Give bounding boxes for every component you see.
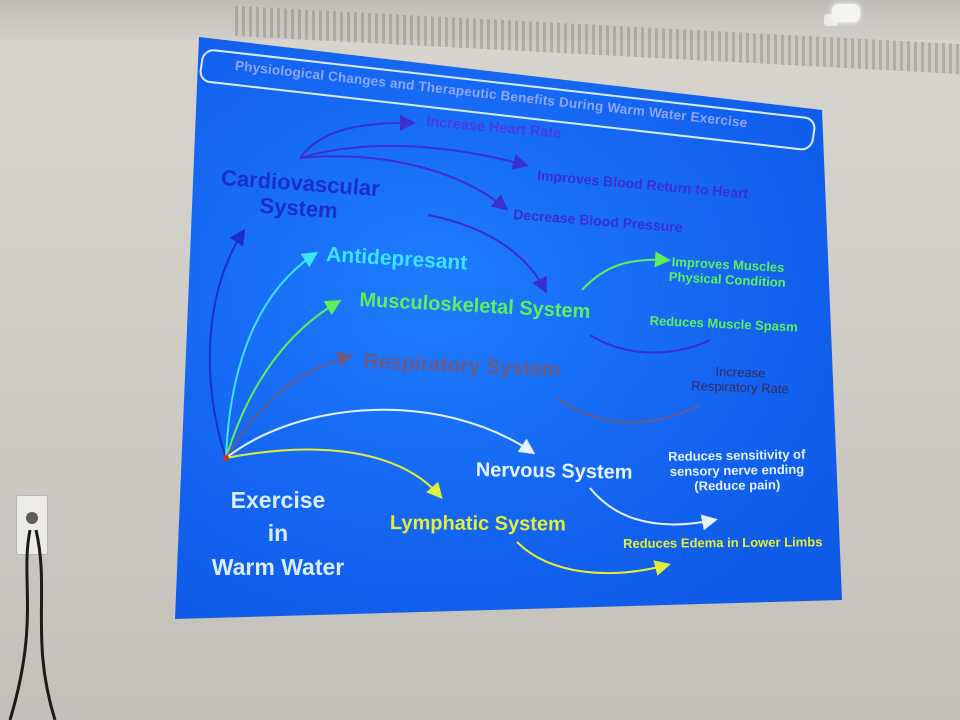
arrow-pain bbox=[589, 487, 718, 531]
effect-muscle-condition: Improves Muscles Physical Condition bbox=[668, 254, 786, 291]
center-line2: in bbox=[267, 520, 289, 547]
effect-reduce-pain: Reduces sensitivity of sensory nerve end… bbox=[668, 447, 806, 495]
spotlight-lamp bbox=[822, 0, 864, 30]
arrow-muscle-spasm bbox=[589, 334, 711, 354]
system-lymphatic: Lymphatic System bbox=[389, 512, 566, 536]
arrow-to-antidepressant bbox=[225, 251, 319, 459]
center-line3: Warm Water bbox=[211, 553, 345, 580]
effect-edema: Reduces Edema in Lower Limbs bbox=[622, 534, 823, 551]
arrow-to-cardiovascular bbox=[208, 228, 246, 459]
arrow-to-musculoskeletal bbox=[225, 299, 342, 459]
center-label: Exercise in Warm Water bbox=[198, 484, 358, 584]
power-cable bbox=[8, 529, 57, 720]
arrow-blood-return bbox=[299, 144, 529, 170]
arrow-respiratory-rate bbox=[556, 397, 701, 424]
arrow-to-lymphatic bbox=[225, 448, 443, 500]
arrow-edema bbox=[516, 541, 671, 576]
system-nervous: Nervous System bbox=[475, 459, 633, 484]
arrow-to-respiratory bbox=[225, 351, 354, 459]
center-line1: Exercise bbox=[230, 487, 326, 513]
wall-socket bbox=[16, 495, 48, 555]
arrow-to-nervous bbox=[225, 408, 536, 459]
arrow-heart-rate bbox=[299, 114, 416, 159]
effect-respiratory-rate: Increase Respiratory Rate bbox=[691, 364, 790, 397]
arrow-bp-to-musculo bbox=[427, 214, 547, 294]
arrow-muscle-condition bbox=[581, 251, 671, 291]
arrow-blood-pressure bbox=[299, 155, 509, 211]
origin-dot bbox=[223, 455, 229, 461]
effect-nerve-line3: (Reduce pain) bbox=[694, 476, 781, 494]
